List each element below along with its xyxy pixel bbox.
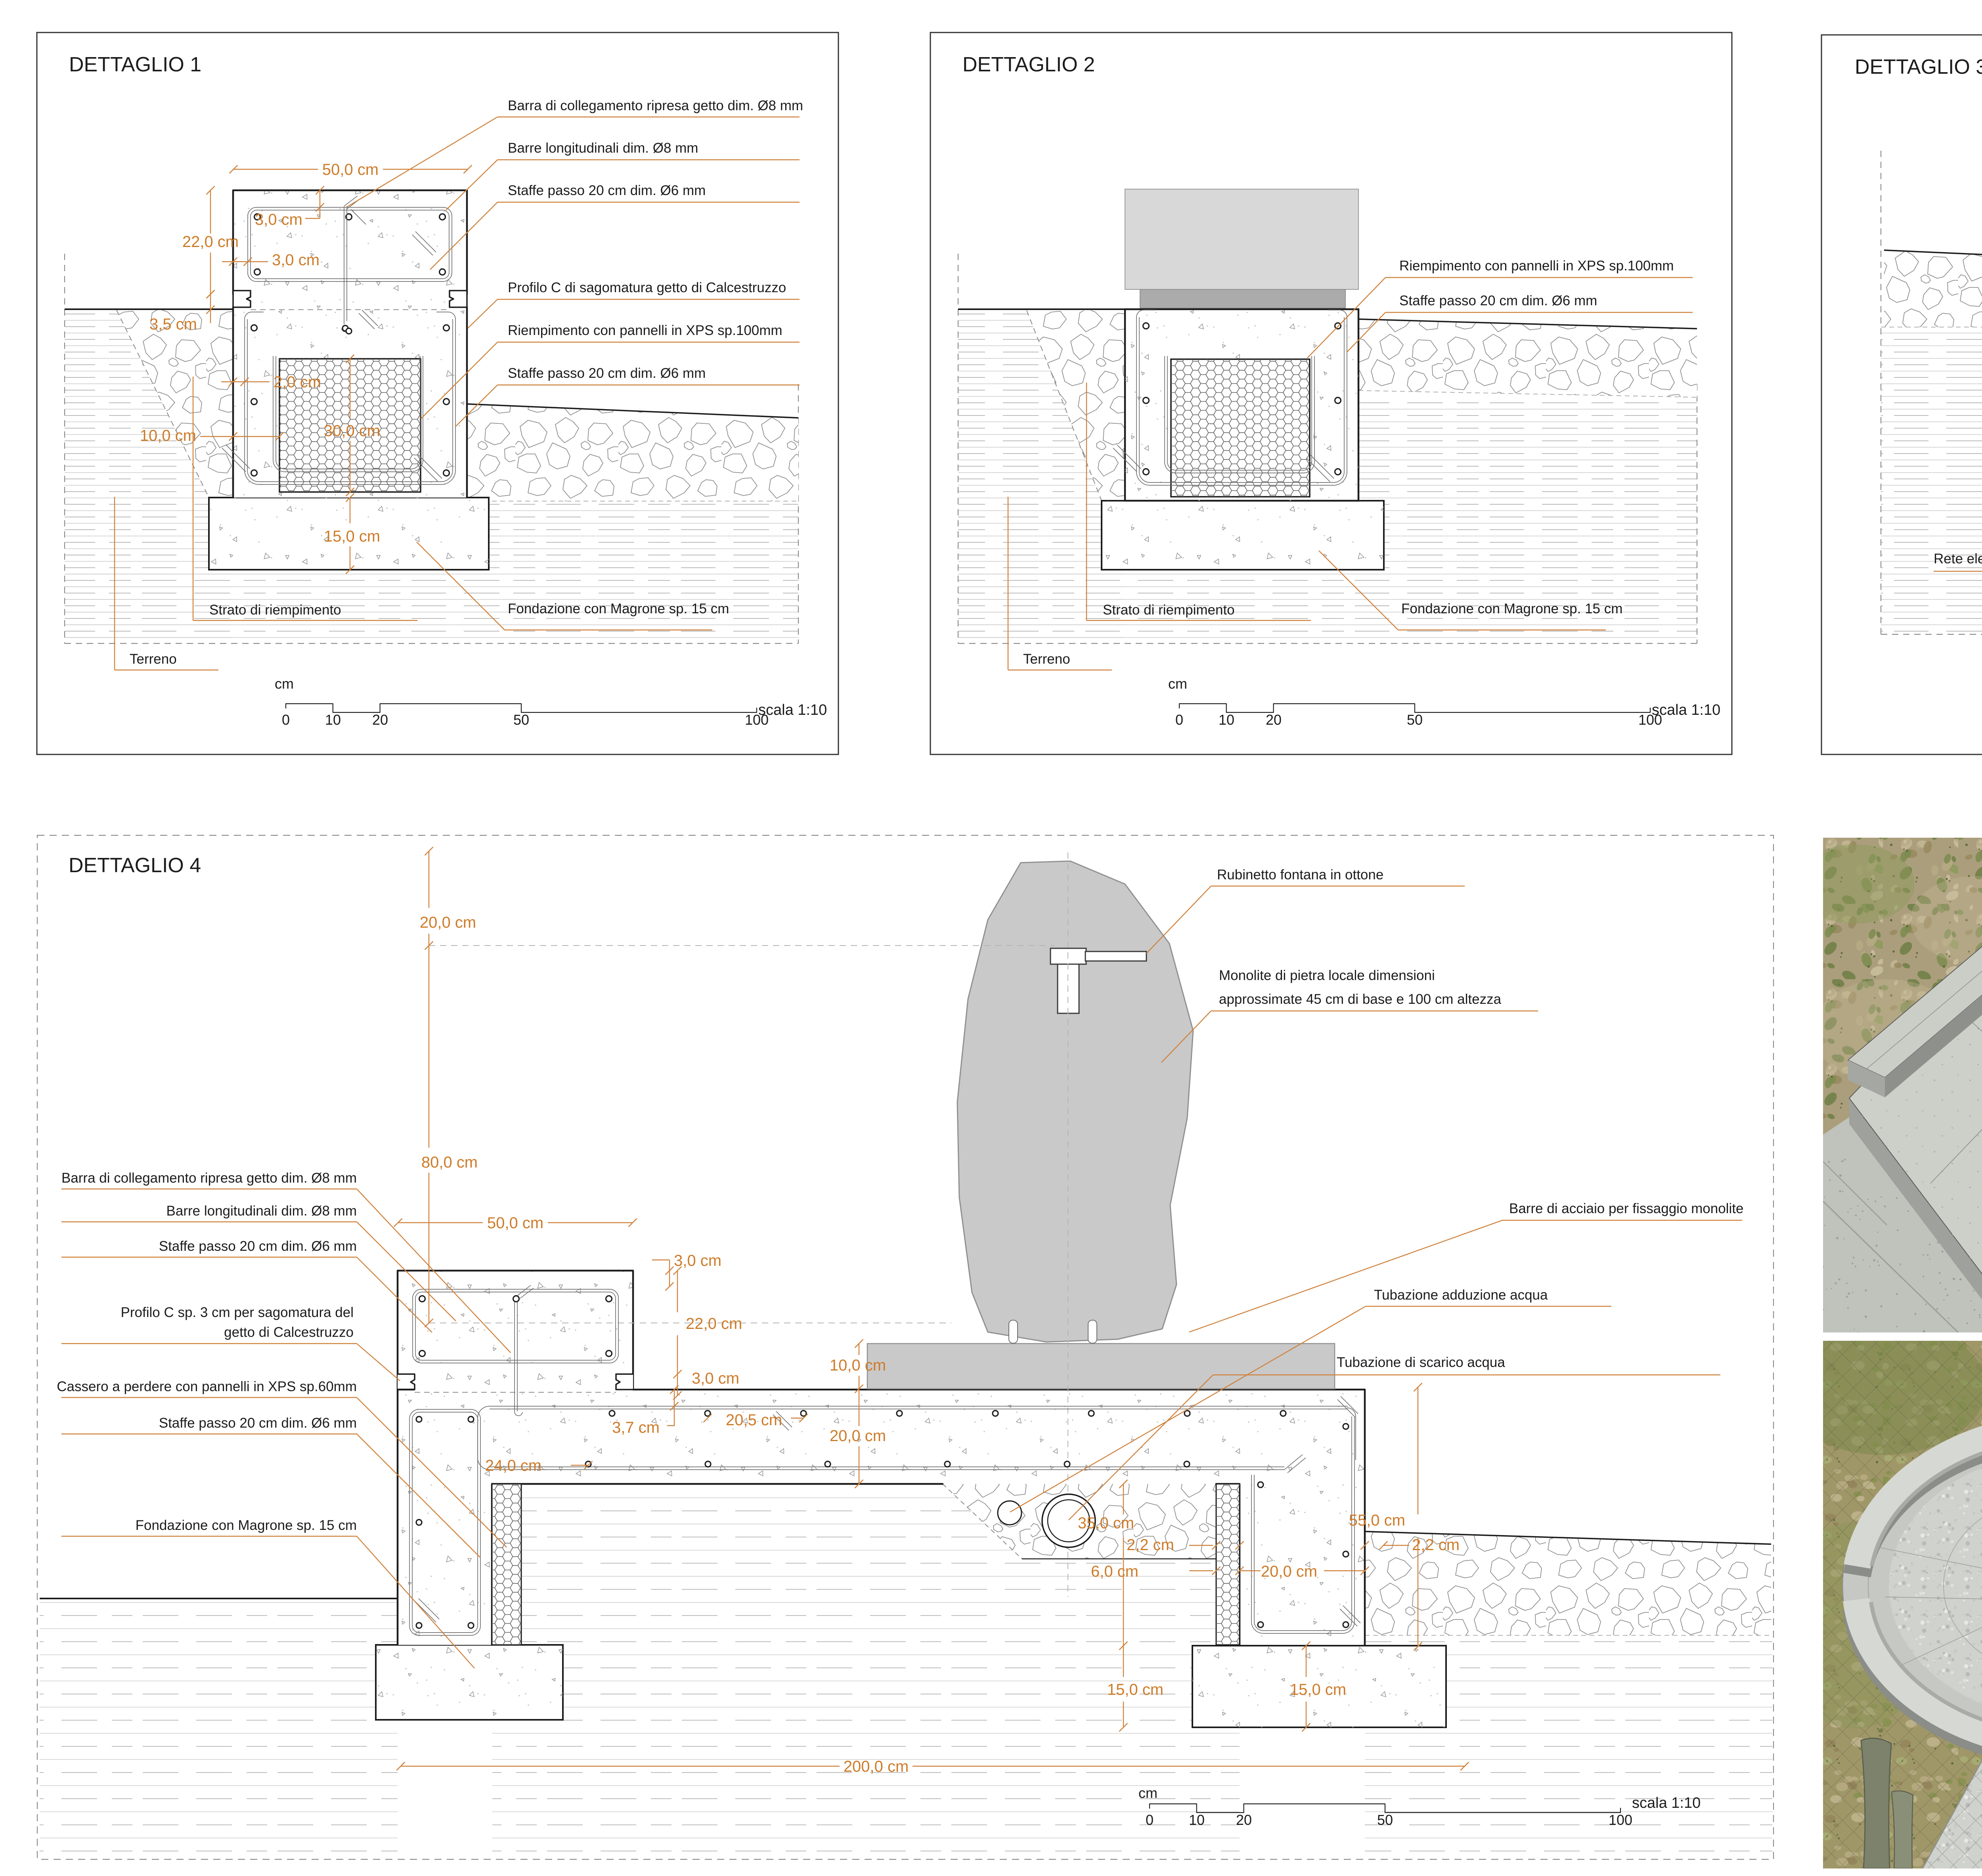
svg-text:3,0 cm: 3,0 cm: [272, 251, 319, 269]
svg-text:80,0 cm: 80,0 cm: [421, 1154, 478, 1171]
svg-text:getto di Calcestruzzo: getto di Calcestruzzo: [224, 1325, 354, 1340]
svg-text:Strato di riempimento: Strato di riempimento: [1103, 602, 1235, 618]
svg-text:Barra di collegamento ripresa: Barra di collegamento ripresa getto dim.…: [508, 98, 803, 113]
svg-text:50,0 cm: 50,0 cm: [322, 161, 379, 178]
svg-text:Rubinetto fontana in ottone: Rubinetto fontana in ottone: [1217, 867, 1383, 882]
svg-text:20: 20: [1236, 1812, 1252, 1828]
svg-text:55,0 cm: 55,0 cm: [1349, 1512, 1405, 1529]
svg-text:50: 50: [513, 712, 529, 728]
svg-text:Fondazione con Magrone sp. 15: Fondazione con Magrone sp. 15 cm: [508, 601, 729, 616]
svg-text:Staffe passo 20 cm dim. Ø6 mm: Staffe passo 20 cm dim. Ø6 mm: [508, 366, 706, 381]
svg-text:DETTAGLIO 4: DETTAGLIO 4: [69, 854, 201, 877]
svg-text:Terreno: Terreno: [1023, 651, 1070, 667]
svg-text:Profilo C di sagomatura getto: Profilo C di sagomatura getto di Calcest…: [508, 280, 786, 295]
svg-text:Tubazione di scarico acqua: Tubazione di scarico acqua: [1337, 1355, 1505, 1370]
svg-text:20: 20: [372, 712, 388, 728]
svg-text:6,0 cm: 6,0 cm: [1091, 1563, 1138, 1580]
svg-text:approssimate 45 cm di base e 1: approssimate 45 cm di base e 100 cm alte…: [1219, 992, 1502, 1007]
svg-text:20,0 cm: 20,0 cm: [830, 1427, 886, 1445]
svg-text:15,0 cm: 15,0 cm: [1107, 1681, 1163, 1698]
svg-text:10,0 cm: 10,0 cm: [830, 1357, 886, 1374]
svg-text:20: 20: [1266, 712, 1282, 728]
svg-text:Barra di collegamento ripresa: Barra di collegamento ripresa getto dim.…: [61, 1170, 357, 1186]
svg-text:cm: cm: [1168, 676, 1187, 692]
svg-text:Profilo C sp. 3 cm per sagomat: Profilo C sp. 3 cm per sagomatura del: [121, 1305, 354, 1320]
svg-text:50: 50: [1407, 712, 1423, 728]
svg-text:scala 1:10: scala 1:10: [1632, 1795, 1701, 1811]
svg-text:Staffe passo 20 cm dim. Ø6 mm: Staffe passo 20 cm dim. Ø6 mm: [159, 1415, 357, 1431]
svg-text:Tubazione adduzione acqua: Tubazione adduzione acqua: [1374, 1287, 1548, 1303]
svg-text:Staffe passo 20 cm dim. Ø6 mm: Staffe passo 20 cm dim. Ø6 mm: [1399, 293, 1597, 308]
svg-text:3,5 cm: 3,5 cm: [149, 316, 197, 333]
svg-text:20,0 cm: 20,0 cm: [420, 914, 476, 931]
svg-text:50,0 cm: 50,0 cm: [487, 1214, 543, 1232]
svg-text:50: 50: [1377, 1812, 1393, 1828]
svg-text:Riempimento con pannelli in XP: Riempimento con pannelli in XPS sp.100mm: [1399, 258, 1674, 274]
svg-text:22,0 cm: 22,0 cm: [686, 1315, 742, 1332]
svg-text:20,5 cm: 20,5 cm: [726, 1411, 782, 1429]
svg-text:scala 1:10: scala 1:10: [1652, 702, 1720, 718]
svg-text:0: 0: [282, 712, 290, 728]
svg-text:0: 0: [1146, 1812, 1154, 1828]
svg-text:200,0 cm: 200,0 cm: [844, 1758, 909, 1775]
svg-text:Barre longitudinali dim. Ø8 mm: Barre longitudinali dim. Ø8 mm: [166, 1203, 357, 1219]
svg-text:Fondazione con Magrone sp. 15: Fondazione con Magrone sp. 15 cm: [136, 1518, 357, 1533]
svg-text:100: 100: [1609, 1812, 1632, 1828]
svg-text:Staffe passo 20 cm dim. Ø6 mm: Staffe passo 20 cm dim. Ø6 mm: [508, 183, 706, 198]
svg-text:24,0 cm: 24,0 cm: [485, 1457, 541, 1474]
svg-text:2,0 cm: 2,0 cm: [274, 373, 321, 391]
svg-text:2,2 cm: 2,2 cm: [1127, 1536, 1174, 1554]
svg-text:3,0 cm: 3,0 cm: [674, 1252, 721, 1269]
svg-text:15,0 cm: 15,0 cm: [324, 528, 380, 545]
svg-text:100: 100: [745, 712, 769, 728]
svg-text:scala 1:10: scala 1:10: [758, 702, 827, 718]
svg-text:3,0 cm: 3,0 cm: [255, 211, 302, 228]
svg-text:35,0 cm: 35,0 cm: [1078, 1514, 1134, 1532]
svg-text:22,0 cm: 22,0 cm: [182, 233, 239, 251]
svg-text:2,2 cm: 2,2 cm: [1412, 1536, 1460, 1554]
svg-text:DETTAGLIO 1: DETTAGLIO 1: [69, 53, 201, 76]
svg-text:Strato di riempimento: Strato di riempimento: [209, 602, 341, 618]
svg-text:3,0 cm: 3,0 cm: [692, 1370, 739, 1387]
svg-text:3,7 cm: 3,7 cm: [612, 1419, 660, 1436]
svg-text:Barre longitudinali dim. Ø8 mm: Barre longitudinali dim. Ø8 mm: [508, 140, 698, 156]
svg-text:DETTAGLIO 3: DETTAGLIO 3: [1855, 56, 1982, 78]
svg-text:Fondazione con Magrone sp. 15: Fondazione con Magrone sp. 15 cm: [1401, 601, 1622, 616]
svg-text:20,0 cm: 20,0 cm: [1261, 1563, 1317, 1580]
svg-text:Cassero a perdere con pannelli: Cassero a perdere con pannelli in XPS sp…: [57, 1379, 357, 1394]
svg-text:Riempimento con pannelli in XP: Riempimento con pannelli in XPS sp.100mm: [508, 323, 782, 338]
svg-text:15,0 cm: 15,0 cm: [1290, 1681, 1346, 1698]
svg-text:10,0 cm: 10,0 cm: [140, 427, 196, 444]
svg-text:10: 10: [325, 712, 341, 728]
svg-text:10: 10: [1219, 712, 1234, 728]
svg-text:cm: cm: [275, 676, 294, 692]
svg-text:cm: cm: [1138, 1785, 1157, 1801]
svg-text:0: 0: [1175, 712, 1183, 728]
svg-text:DETTAGLIO 2: DETTAGLIO 2: [962, 53, 1095, 76]
svg-text:Staffe passo 20 cm dim. Ø6 mm: Staffe passo 20 cm dim. Ø6 mm: [159, 1239, 357, 1254]
svg-text:Terreno: Terreno: [130, 651, 177, 667]
svg-text:10: 10: [1189, 1812, 1205, 1828]
svg-text:30,0 cm: 30,0 cm: [324, 422, 380, 440]
svg-text:Barre di acciaio per fissaggio: Barre di acciaio per fissaggio monolite: [1509, 1201, 1743, 1216]
svg-text:Monolite di pietra locale dime: Monolite di pietra locale dimensioni: [1219, 968, 1435, 983]
svg-text:100: 100: [1638, 712, 1662, 728]
